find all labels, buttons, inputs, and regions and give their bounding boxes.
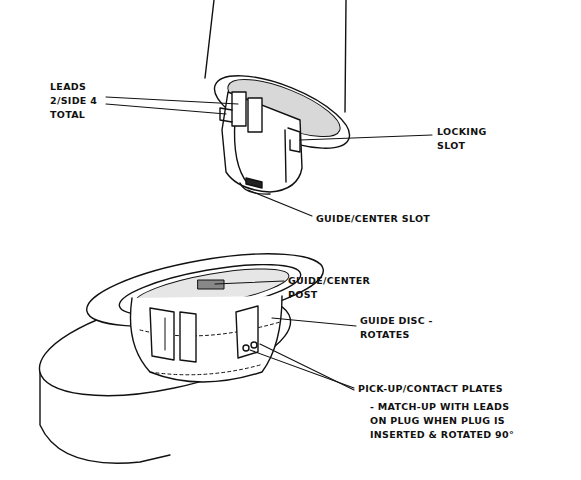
callout-label: GUIDE DISC - ROTATES xyxy=(360,314,460,342)
socket xyxy=(31,240,329,464)
plug xyxy=(205,0,358,194)
callout-label: - MATCH-UP WITH LEADS ON PLUG WHEN PLUG … xyxy=(370,400,520,441)
leader-lines xyxy=(106,97,432,390)
callout-label: LOCKING SLOT xyxy=(437,125,497,153)
callout-label: GUIDE/CENTER SLOT xyxy=(316,212,436,226)
callout-label: PICK-UP/CONTACT PLATES xyxy=(358,382,528,396)
callout-label: LEADS 2/SIDE 4 TOTAL xyxy=(50,80,108,121)
callout-label: GUIDE/CENTER POST xyxy=(288,274,378,302)
